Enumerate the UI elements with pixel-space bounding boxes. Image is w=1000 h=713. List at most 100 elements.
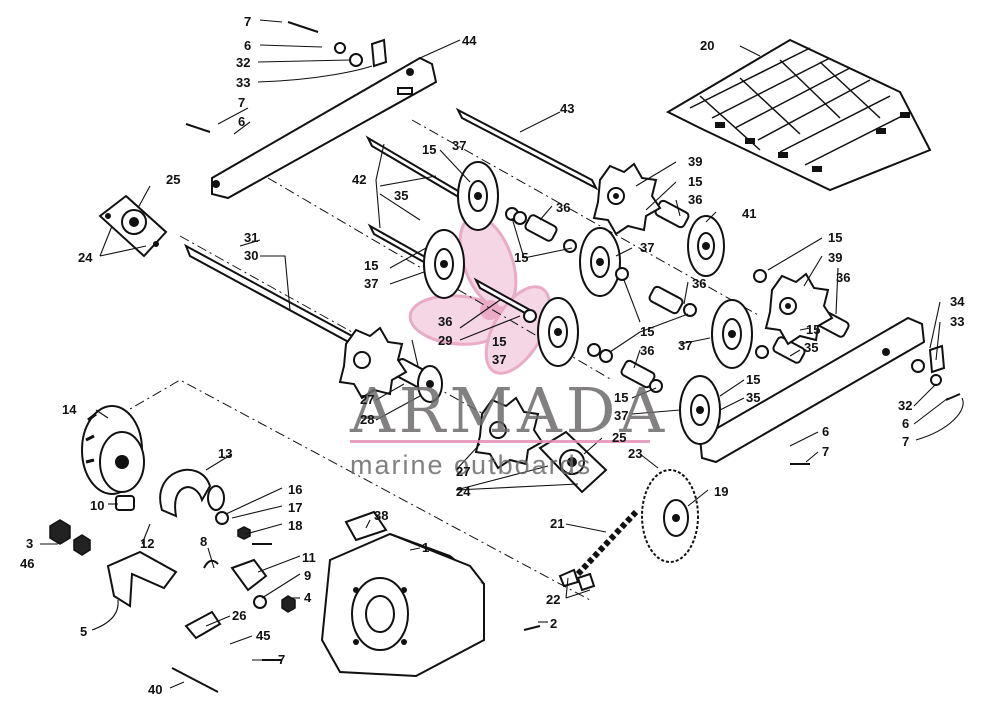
bearing-flange-lower <box>538 430 608 494</box>
idler-wheel-41 <box>687 215 725 277</box>
callout-14: 14 <box>62 402 77 417</box>
callout-7: 7 <box>902 434 909 449</box>
sprocket-27-right <box>474 396 544 470</box>
callout-15: 15 <box>514 250 528 265</box>
callout-7: 7 <box>244 14 251 29</box>
callout-25: 25 <box>612 430 626 445</box>
shafts <box>184 107 599 349</box>
callout-4: 4 <box>304 590 312 605</box>
callout-labels: 7 6 32 33 44 20 7 6 43 15 37 39 42 35 15… <box>20 14 965 697</box>
bearing-flange-upper <box>98 194 168 258</box>
idler-wheels <box>423 161 753 445</box>
callout-37: 37 <box>364 276 378 291</box>
callout-46: 46 <box>20 556 34 571</box>
callout-6: 6 <box>238 114 245 129</box>
idler-wheel <box>537 297 579 367</box>
watermark-divider <box>350 440 650 443</box>
callout-37: 37 <box>678 338 692 353</box>
callout-6: 6 <box>244 38 251 53</box>
callout-15: 15 <box>640 324 654 339</box>
hardware <box>49 21 961 693</box>
callout-40: 40 <box>148 682 162 697</box>
sprocket-27-left <box>338 326 408 400</box>
callout-15: 15 <box>614 390 628 405</box>
callout-42: 42 <box>352 172 366 187</box>
callout-21: 21 <box>550 516 564 531</box>
callout-15: 15 <box>422 142 436 157</box>
callout-17: 17 <box>288 500 302 515</box>
callout-2: 2 <box>550 616 557 631</box>
callout-29: 29 <box>438 333 452 348</box>
callout-38: 38 <box>374 508 388 523</box>
callout-37: 37 <box>452 138 466 153</box>
callout-7: 7 <box>822 444 829 459</box>
callout-12: 12 <box>140 536 154 551</box>
callout-26: 26 <box>232 608 246 623</box>
callout-15: 15 <box>364 258 378 273</box>
callout-36: 36 <box>836 270 850 285</box>
watermark-brand: ARMADA <box>349 374 668 447</box>
callout-6: 6 <box>822 424 829 439</box>
callout-8: 8 <box>200 534 207 549</box>
callout-13: 13 <box>218 446 232 461</box>
callout-32: 32 <box>898 398 912 413</box>
callout-23: 23 <box>628 446 642 461</box>
callout-35: 35 <box>804 340 818 355</box>
callout-35: 35 <box>394 188 408 203</box>
callout-39: 39 <box>828 250 842 265</box>
callout-22: 22 <box>546 592 560 607</box>
callout-28: 28 <box>360 412 374 427</box>
brake-disc-14 <box>81 405 145 495</box>
callout-15: 15 <box>688 174 702 189</box>
sprocket-39-upper <box>592 162 662 236</box>
chain-case-1 <box>320 532 485 678</box>
idler-wheel <box>457 161 499 231</box>
callout-43: 43 <box>560 101 574 116</box>
callout-10: 10 <box>90 498 104 513</box>
callout-15: 15 <box>492 334 506 349</box>
callout-37: 37 <box>640 240 654 255</box>
callout-24: 24 <box>456 484 471 499</box>
idler-wheel <box>579 227 621 297</box>
callout-37: 37 <box>492 352 506 367</box>
brake-band-13 <box>159 469 225 518</box>
callout-16: 16 <box>288 482 302 497</box>
chain-21 <box>558 509 639 592</box>
callout-3: 3 <box>26 536 33 551</box>
callout-27: 27 <box>360 392 374 407</box>
callout-7: 7 <box>278 652 285 667</box>
callout-24: 24 <box>78 250 93 265</box>
idler-wheel <box>679 375 721 445</box>
callout-25: 25 <box>166 172 180 187</box>
callout-34: 34 <box>950 294 965 309</box>
callout-11: 11 <box>302 550 316 565</box>
hub-28 <box>417 365 443 403</box>
callout-36: 36 <box>556 200 570 215</box>
callout-1: 1 <box>422 540 429 555</box>
track-20 <box>665 38 932 192</box>
callout-19: 19 <box>714 484 728 499</box>
callout-41: 41 <box>742 206 756 221</box>
idler-wheel <box>423 229 465 299</box>
callout-31: 31 <box>244 230 258 245</box>
callout-33: 33 <box>950 314 964 329</box>
callout-27: 27 <box>456 464 470 479</box>
callout-20: 20 <box>700 38 714 53</box>
callout-37: 37 <box>614 408 628 423</box>
callout-30: 30 <box>244 248 258 263</box>
callout-33: 33 <box>236 75 250 90</box>
watermark-propeller-logo <box>408 214 552 375</box>
callout-7: 7 <box>238 95 245 110</box>
callout-15: 15 <box>806 322 820 337</box>
sprocket-39-lower <box>764 272 834 346</box>
callout-44: 44 <box>462 33 477 48</box>
callout-35: 35 <box>746 390 760 405</box>
callout-5: 5 <box>80 624 87 639</box>
idler-wheel <box>711 299 753 369</box>
watermark-tagline: marine outboards <box>350 450 592 480</box>
callout-36: 36 <box>438 314 452 329</box>
callout-45: 45 <box>256 628 270 643</box>
callout-32: 32 <box>236 55 250 70</box>
callout-36: 36 <box>640 343 654 358</box>
leader-lines <box>40 19 964 689</box>
